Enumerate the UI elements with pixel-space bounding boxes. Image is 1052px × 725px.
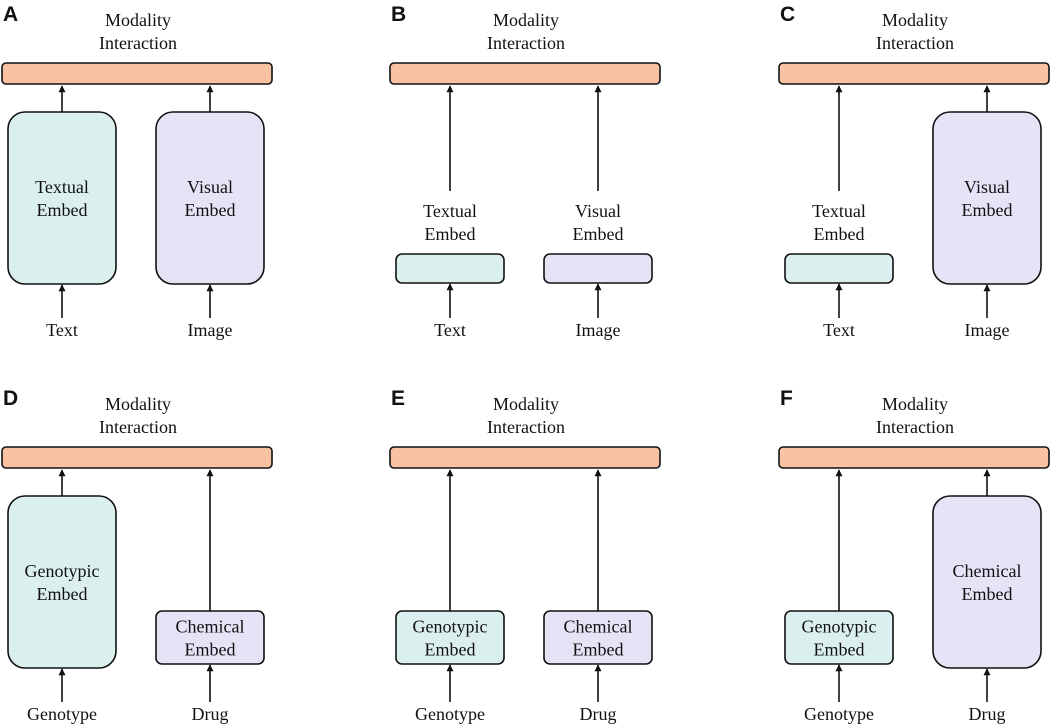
left-embed-box	[7, 495, 117, 669]
modality-interaction-bar	[1, 446, 273, 469]
panel-label: B	[391, 3, 406, 26]
modality-interaction-bar	[389, 62, 661, 85]
modality-interaction-bar	[778, 446, 1050, 469]
right-input-label: Drug	[192, 704, 229, 724]
left-input-label: Text	[46, 320, 78, 340]
left-embed-box	[395, 253, 505, 284]
right-embed-box	[932, 111, 1042, 285]
panel-label: A	[3, 3, 18, 26]
left-input-label: Genotype	[804, 704, 874, 724]
modality-interaction-bar	[389, 446, 661, 469]
left-input-label: Genotype	[415, 704, 485, 724]
left-input-label: Text	[434, 320, 466, 340]
panel-label: D	[3, 387, 18, 410]
right-embed-box	[932, 495, 1042, 669]
right-embed-box	[543, 253, 653, 284]
right-embed-box	[155, 111, 265, 285]
right-input-label: Drug	[969, 704, 1006, 724]
right-input-label: Image	[965, 320, 1010, 340]
left-input-label: Genotype	[27, 704, 97, 724]
modality-interaction-bar	[1, 62, 273, 85]
right-input-label: Image	[576, 320, 621, 340]
right-input-label: Drug	[580, 704, 617, 724]
modality-interaction-bar	[778, 62, 1050, 85]
right-input-label: Image	[188, 320, 233, 340]
panel-label: C	[780, 3, 795, 26]
left-embed-box	[784, 253, 894, 284]
left-input-label: Text	[823, 320, 855, 340]
panel-label: E	[391, 387, 405, 410]
left-embed-box	[7, 111, 117, 285]
panel-label: F	[780, 387, 793, 410]
